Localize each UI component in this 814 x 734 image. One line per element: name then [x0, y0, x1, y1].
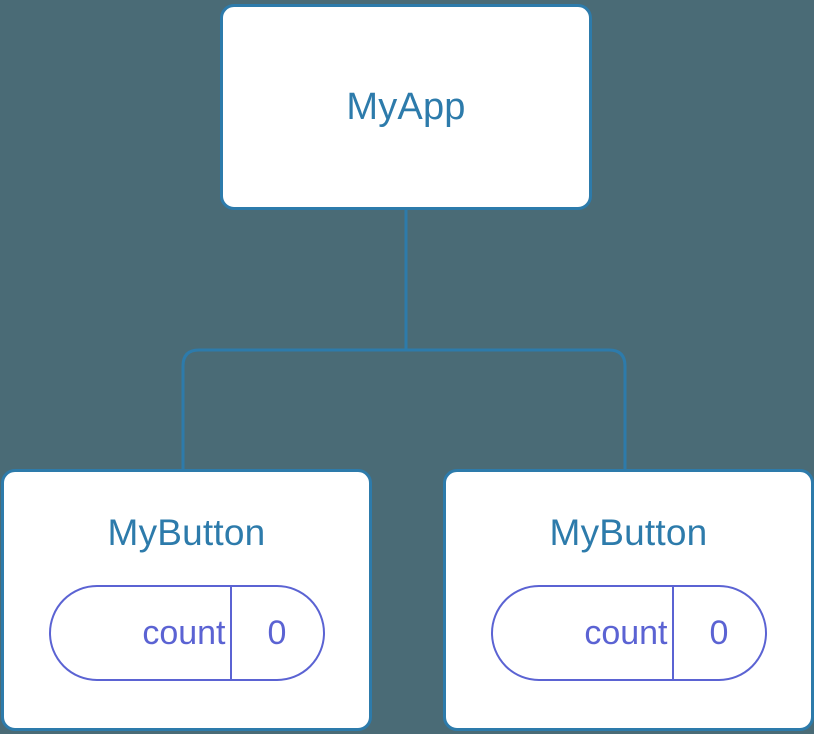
state-pill-count[interactable]: count 0: [48, 585, 325, 681]
node-title: MyApp: [346, 86, 466, 128]
state-pill-row: count 0: [4, 585, 369, 681]
node-card-mybutton-right[interactable]: MyButton count 0: [443, 469, 814, 731]
state-pill-key: count: [142, 614, 226, 652]
state-pill-count[interactable]: count 0: [490, 585, 767, 681]
state-pill-value: 0: [671, 587, 765, 679]
node-card-myapp[interactable]: MyApp: [220, 4, 592, 210]
state-pill-key: count: [584, 614, 668, 652]
node-card-mybutton-left[interactable]: MyButton count 0: [1, 469, 372, 731]
state-pill-value: 0: [229, 587, 323, 679]
connector-branch-right: [406, 348, 627, 469]
state-pill-row: count 0: [446, 585, 811, 681]
connector-branch-left: [181, 348, 406, 469]
node-title: MyButton: [107, 512, 266, 553]
node-title: MyButton: [549, 512, 708, 553]
